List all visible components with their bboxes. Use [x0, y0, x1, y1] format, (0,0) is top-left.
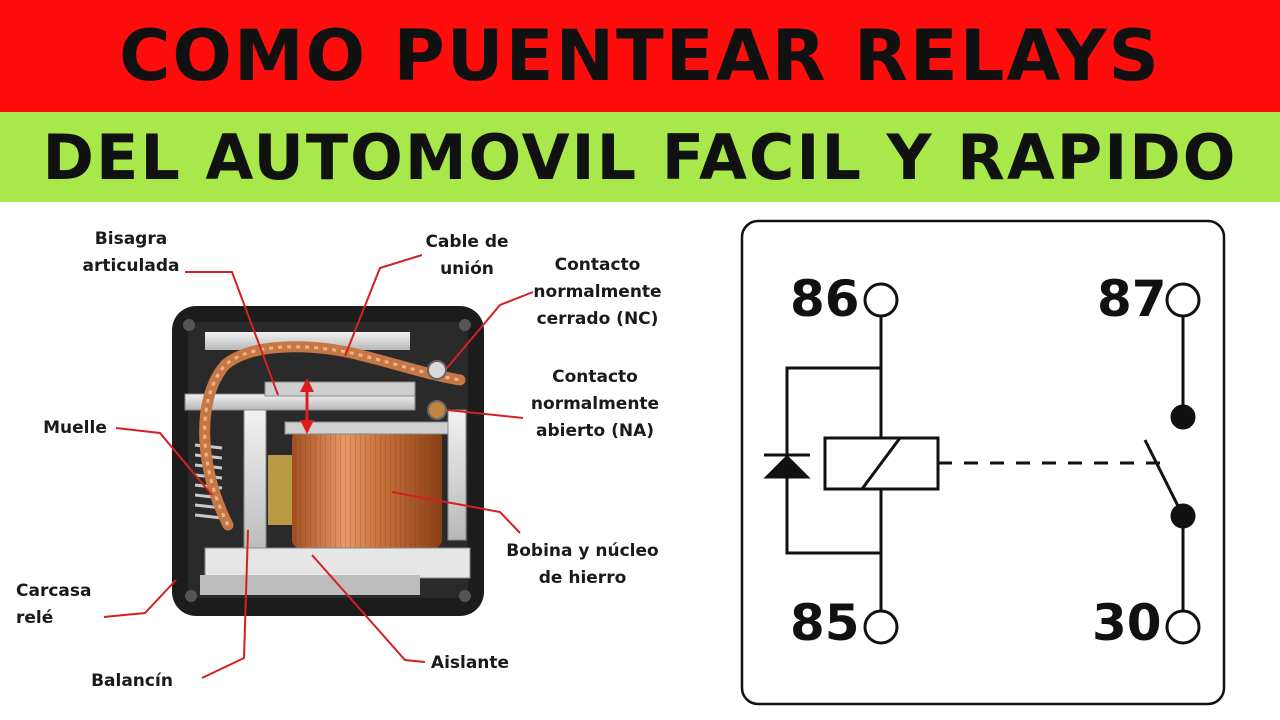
pin-30-label: 30	[1092, 594, 1162, 652]
schematic-frame	[740, 219, 1226, 706]
leader-balancin	[201, 529, 249, 679]
label-muelle: Muelle	[43, 418, 107, 438]
label-contacto-nc: Contacto normalmente cerrado (NC)	[533, 255, 662, 329]
insulator	[204, 547, 471, 579]
label-bobina-nucleo: Bobina y núcleo de hierro	[506, 541, 659, 588]
label-aislante: Aislante	[430, 653, 510, 673]
relay-schematic	[740, 219, 1226, 706]
terminal-86	[863, 282, 899, 318]
title-banner-top: COMO PUENTEAR RELAYS	[0, 0, 1280, 112]
label-bisagra-articulada: Bisagra articulada	[82, 229, 180, 276]
label-contacto-na: Contacto normalmente abierto (NA)	[530, 367, 660, 441]
label-cable-de-union: Cable de unión	[425, 232, 509, 279]
label-balancin: Balancín	[91, 671, 173, 691]
leader-cable	[344, 254, 423, 357]
leader-aislante	[311, 554, 426, 663]
leader-na	[446, 409, 524, 419]
pin-87-label: 87	[1097, 270, 1167, 328]
leader-bobina	[391, 491, 521, 534]
pin-86-label: 86	[790, 270, 860, 328]
switch-blade	[1143, 439, 1185, 517]
title-line-1: COMO PUENTEAR RELAYS	[119, 15, 1161, 97]
leader-nc	[446, 291, 534, 369]
movement-arrow	[300, 378, 314, 434]
leader-bisagra	[185, 271, 279, 396]
title-line-2: DEL AUTOMOVIL FACIL Y RAPIDO	[42, 120, 1238, 194]
terminal-85	[863, 609, 899, 645]
leader-lines	[103, 254, 534, 679]
contact-nc	[427, 360, 447, 380]
leader-carcasa	[103, 579, 177, 618]
pin-85-label: 85	[790, 594, 860, 652]
title-banner-bottom: DEL AUTOMOVIL FACIL Y RAPIDO	[0, 112, 1280, 202]
leader-muelle	[115, 427, 213, 496]
contact-na	[427, 400, 447, 420]
terminal-30	[1165, 609, 1201, 645]
diode-symbol	[763, 454, 811, 479]
label-carcasa-rele: Carcasa relé	[16, 581, 92, 628]
terminal-87	[1165, 282, 1201, 318]
relay-illustration	[172, 306, 484, 616]
